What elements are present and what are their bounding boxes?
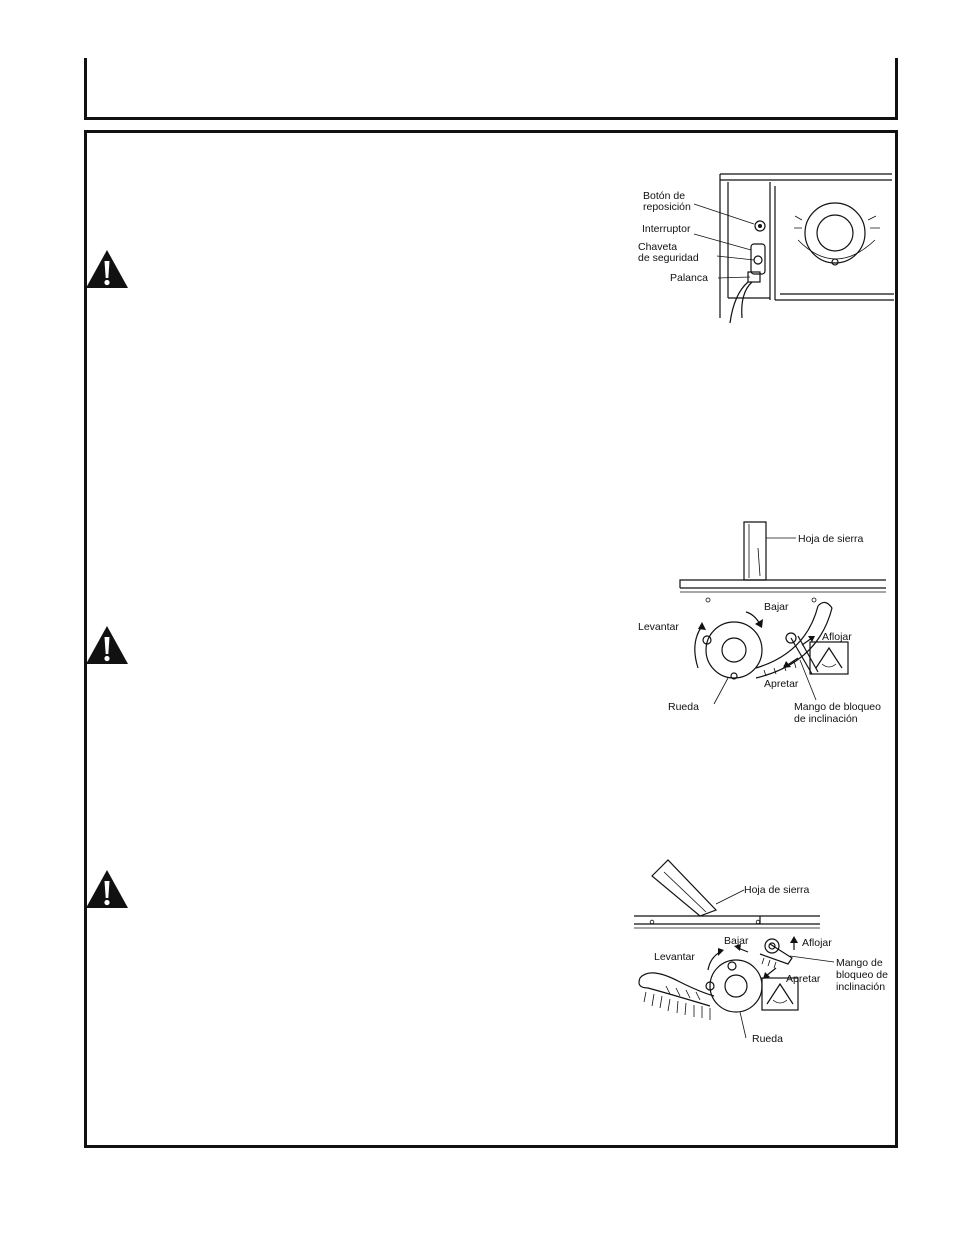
label-bevel-lock: bloqueo de [836,969,888,981]
bevel-figure: Hoja de sierra Bajar Aflojar Mango de bl… [634,859,888,1045]
label-blade: Hoja de sierra [744,884,810,896]
switch-figure: Botón de reposición Interruptor Chaveta … [638,173,894,324]
label-bevel-lock: inclinación [836,981,885,993]
warning-icon [86,250,128,288]
raise-lower-figure: Hoja de sierra Bajar Levantar Aflojar Ap… [638,521,886,725]
label-lower: Bajar [764,601,789,613]
label-reset-button: Botón de [643,190,685,202]
label-safety-key: Chaveta [638,241,677,253]
label-switch: Interruptor [642,223,691,235]
label-wheel: Rueda [668,701,699,713]
label-bevel-lock: Mango de bloqueo [794,701,881,713]
label-raise: Levantar [638,621,679,633]
warning-icon [86,626,128,664]
label-reset-button: reposición [643,201,691,213]
label-safety-key: de seguridad [638,252,699,264]
label-lower: Bajar [724,935,749,947]
header-box [84,58,898,120]
label-bevel-lock: Mango de [836,957,883,969]
label-lever: Palanca [670,272,708,284]
label-raise: Levantar [654,951,695,963]
label-tighten: Apretar [786,973,821,985]
label-bevel-lock: de inclinación [794,713,858,725]
label-loosen: Aflojar [822,631,852,643]
warning-icon [86,870,128,908]
label-wheel: Rueda [752,1033,783,1045]
label-tighten: Apretar [764,678,799,690]
content-box [84,130,898,1148]
label-blade: Hoja de sierra [798,533,864,545]
label-loosen: Aflojar [802,937,832,949]
